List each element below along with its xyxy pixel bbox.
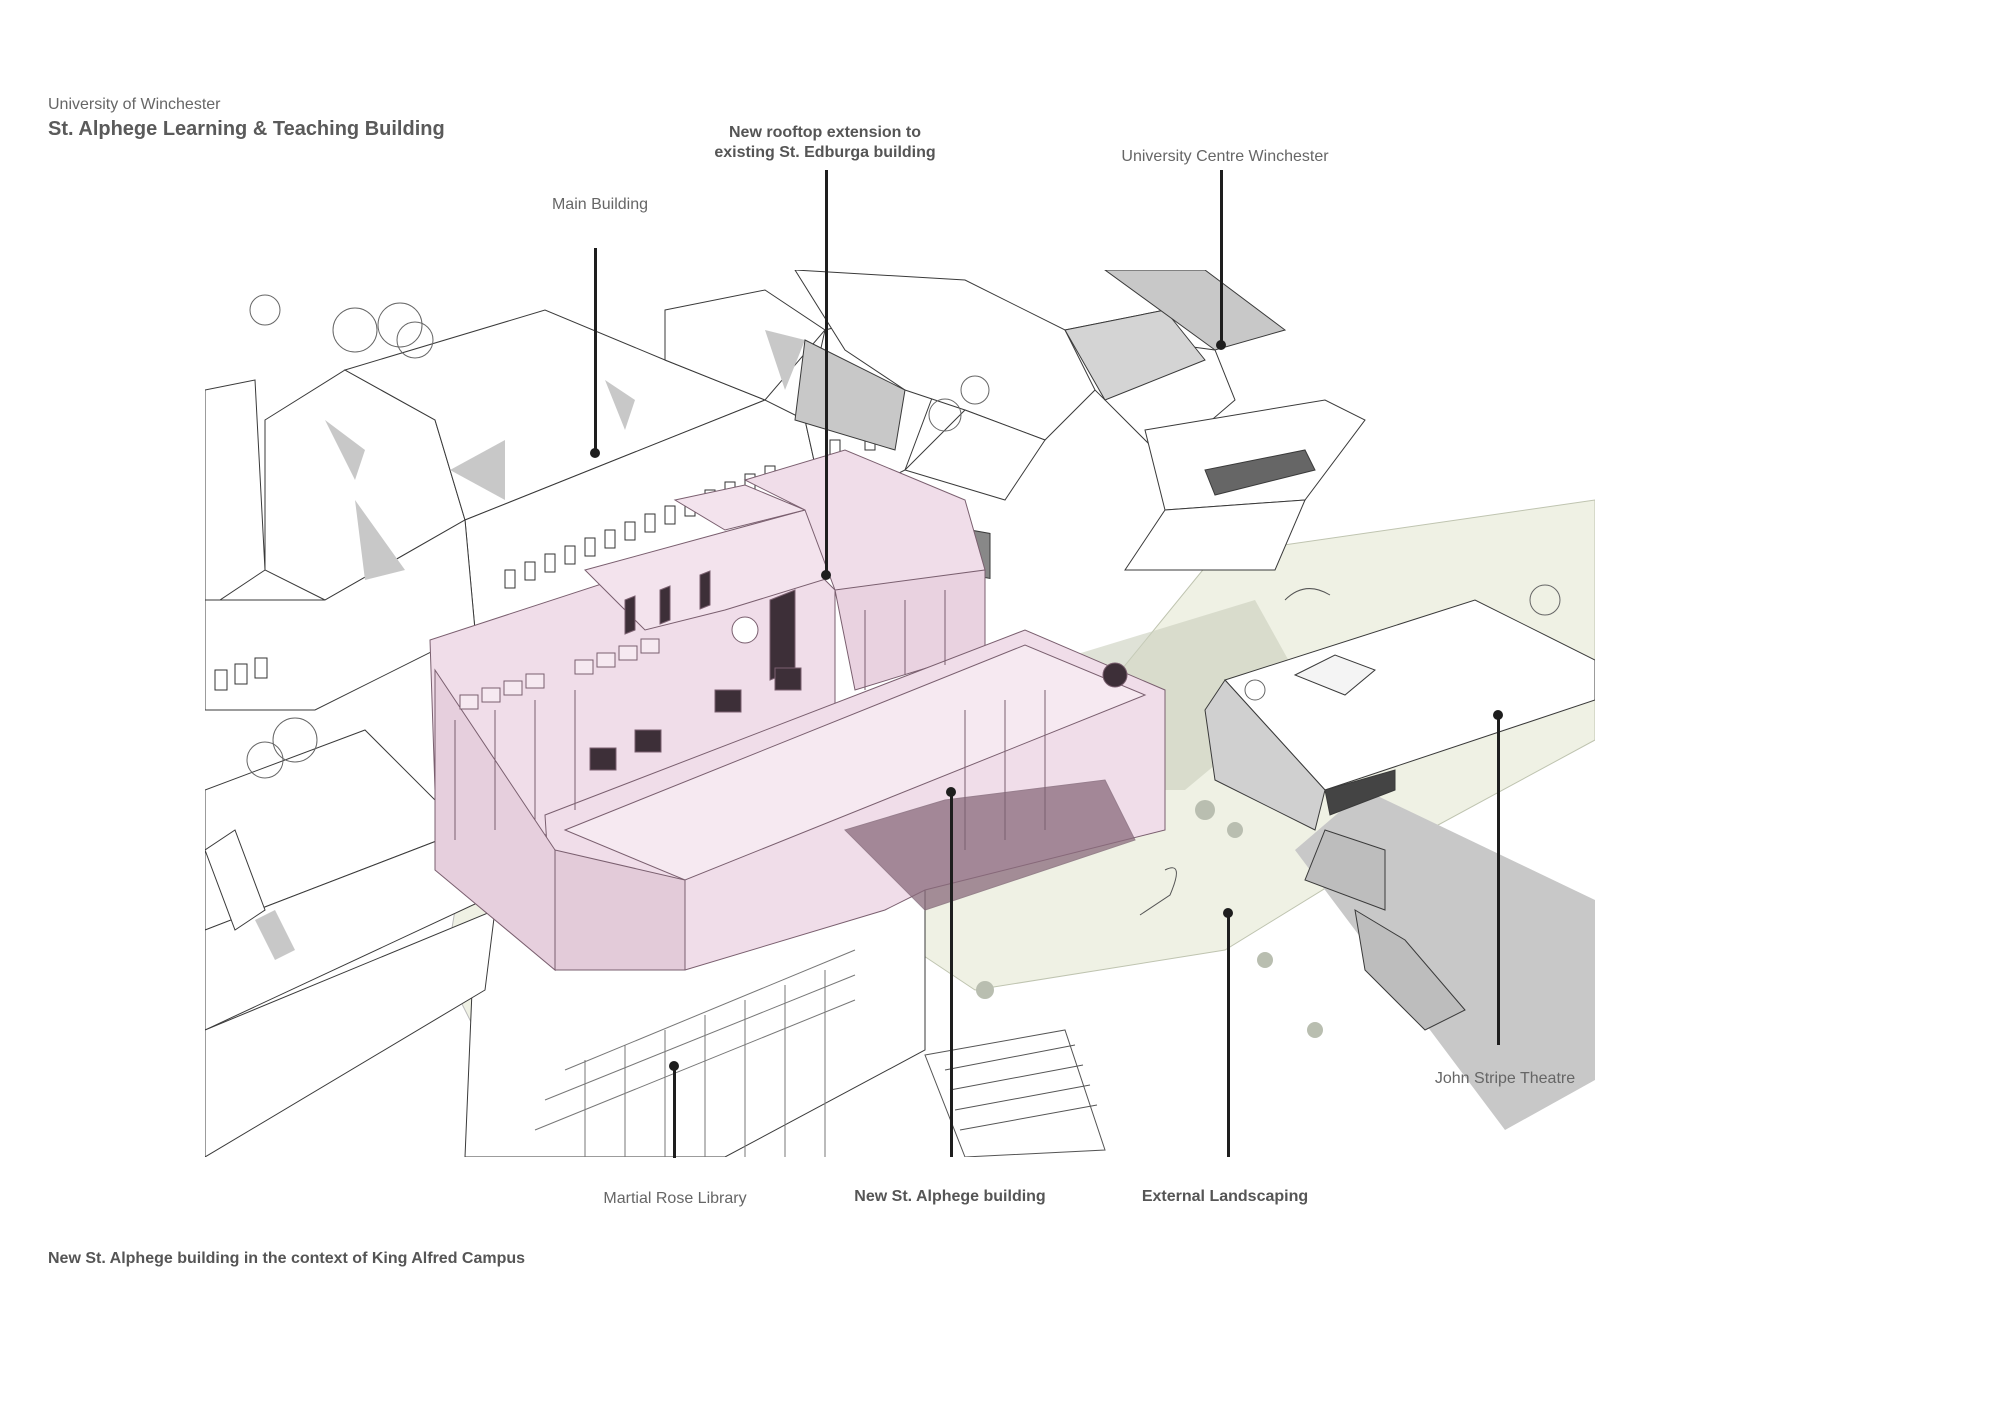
leader-rooftop-extension xyxy=(825,170,828,575)
label-main-building: Main Building xyxy=(551,196,649,213)
landscape-arc xyxy=(1284,588,1331,601)
project-subtitle: University of Winchester xyxy=(48,96,221,113)
leader-dot-external-landscaping xyxy=(1223,908,1233,918)
leader-dot-martial-rose xyxy=(669,1061,679,1071)
label-martial-rose-library: Martial Rose Library xyxy=(603,1190,747,1207)
label-new-st-alphege: New St. Alphege building xyxy=(854,1188,1046,1205)
leader-dot-rooftop-extension xyxy=(821,570,831,580)
john-stripe-theatre xyxy=(1204,599,1595,1130)
main-building-roof-shadows xyxy=(325,330,805,580)
leader-dot-john-stripe xyxy=(1493,710,1503,720)
leader-martial-rose xyxy=(673,1066,676,1158)
leader-external-landscaping xyxy=(1227,913,1230,1157)
label-rooftop-extension-line1: New rooftop extension to xyxy=(729,124,921,141)
leader-university-centre xyxy=(1220,170,1223,345)
bottom-steps xyxy=(924,1029,1106,1157)
landscape-trees xyxy=(976,800,1323,1038)
university-centre-building xyxy=(794,270,1366,580)
leader-dot-new-st-alphege xyxy=(946,787,956,797)
leader-dot-university-centre xyxy=(1216,340,1226,350)
library-grid xyxy=(534,949,856,1157)
label-external-landscaping: External Landscaping xyxy=(1141,1188,1309,1205)
project-title: St. Alphege Learning & Teaching Building xyxy=(48,118,445,140)
new-st-alphege-building xyxy=(429,449,1166,972)
label-john-stripe-theatre: John Stripe Theatre xyxy=(1434,1070,1576,1087)
leader-new-st-alphege xyxy=(950,792,953,1157)
leader-main-building xyxy=(594,248,597,453)
label-university-centre: University Centre Winchester xyxy=(1121,148,1329,165)
campus-axonometric-drawing xyxy=(205,270,1595,1157)
leader-dot-main-building xyxy=(590,448,600,458)
landscape-bench xyxy=(1139,867,1177,916)
trees xyxy=(246,294,1561,779)
figure-caption: New St. Alphege building in the context … xyxy=(48,1250,526,1267)
leader-john-stripe xyxy=(1497,715,1500,1045)
label-rooftop-extension-line2: existing St. Edburga building xyxy=(714,144,936,161)
